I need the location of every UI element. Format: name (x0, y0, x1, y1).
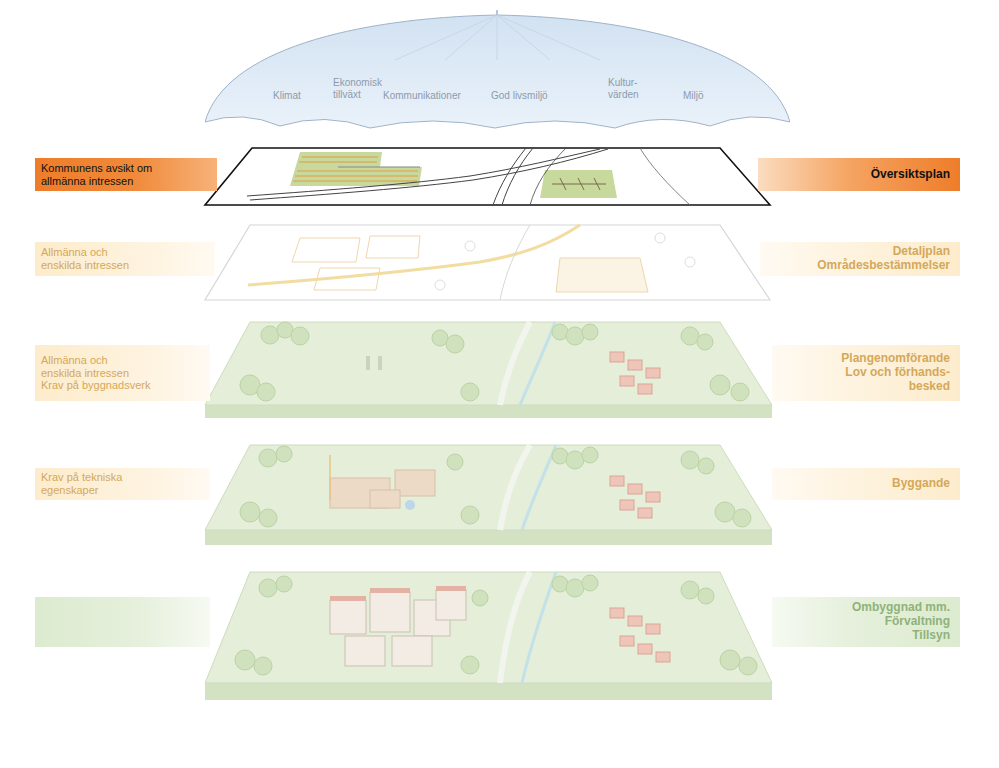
overview-plan-sheet (205, 148, 770, 205)
umbrella-word: Miljö (683, 90, 704, 102)
band-text: Krav på byggnadsverk (41, 379, 150, 392)
umbrella-word: Klimat (273, 90, 301, 102)
building-layer (205, 445, 772, 545)
interest-band: Allmänna och enskilda intressen (35, 242, 215, 276)
umbrella-shape (205, 10, 790, 132)
detail-plan-sheet (205, 225, 770, 300)
band-text: Byggande (892, 477, 950, 491)
planning-layer (205, 322, 772, 418)
management-layer (205, 572, 772, 700)
band-text: Kommunens avsikt om allmänna intressen (41, 162, 171, 187)
band-text: Förvaltning (885, 615, 950, 629)
band-text: Allmänna och enskilda intressen (41, 354, 151, 379)
umbrella-word: God livsmiljö (491, 90, 548, 102)
level-band: DetaljplanOmrådesbestämmelser (760, 242, 960, 276)
band-text: Krav på tekniska egenskaper (41, 471, 141, 496)
band-text: Lov och förhands- besked (825, 366, 950, 394)
band-text: Ombyggnad mm. (852, 601, 950, 615)
band-text: Tillsyn (912, 629, 950, 643)
band-text: Områdesbestämmelser (817, 259, 950, 273)
interest-band: Allmänna och enskilda intressenKrav på b… (35, 345, 210, 401)
band-text: Detaljplan (893, 245, 950, 259)
level-band: Översiktsplan (758, 158, 960, 191)
intent-band: Kommunens avsikt om allmänna intressen (35, 158, 217, 191)
band-text: Plangenomförande (841, 352, 950, 366)
umbrella-word: Kommunikationer (383, 90, 461, 102)
interest-band: Krav på tekniska egenskaper (35, 468, 210, 500)
empty-band (35, 597, 210, 647)
level-band: Ombyggnad mm.FörvaltningTillsyn (772, 597, 960, 647)
umbrella-word: Kultur- värden (608, 77, 654, 100)
band-text: Allmänna och enskilda intressen (41, 246, 151, 271)
level-band: Byggande (772, 468, 960, 500)
band-text: Översiktsplan (871, 168, 950, 182)
umbrella: KlimatEkonomisk tillväxtKommunikationerG… (205, 10, 790, 132)
level-band: PlangenomförandeLov och förhands- besked (772, 345, 960, 401)
